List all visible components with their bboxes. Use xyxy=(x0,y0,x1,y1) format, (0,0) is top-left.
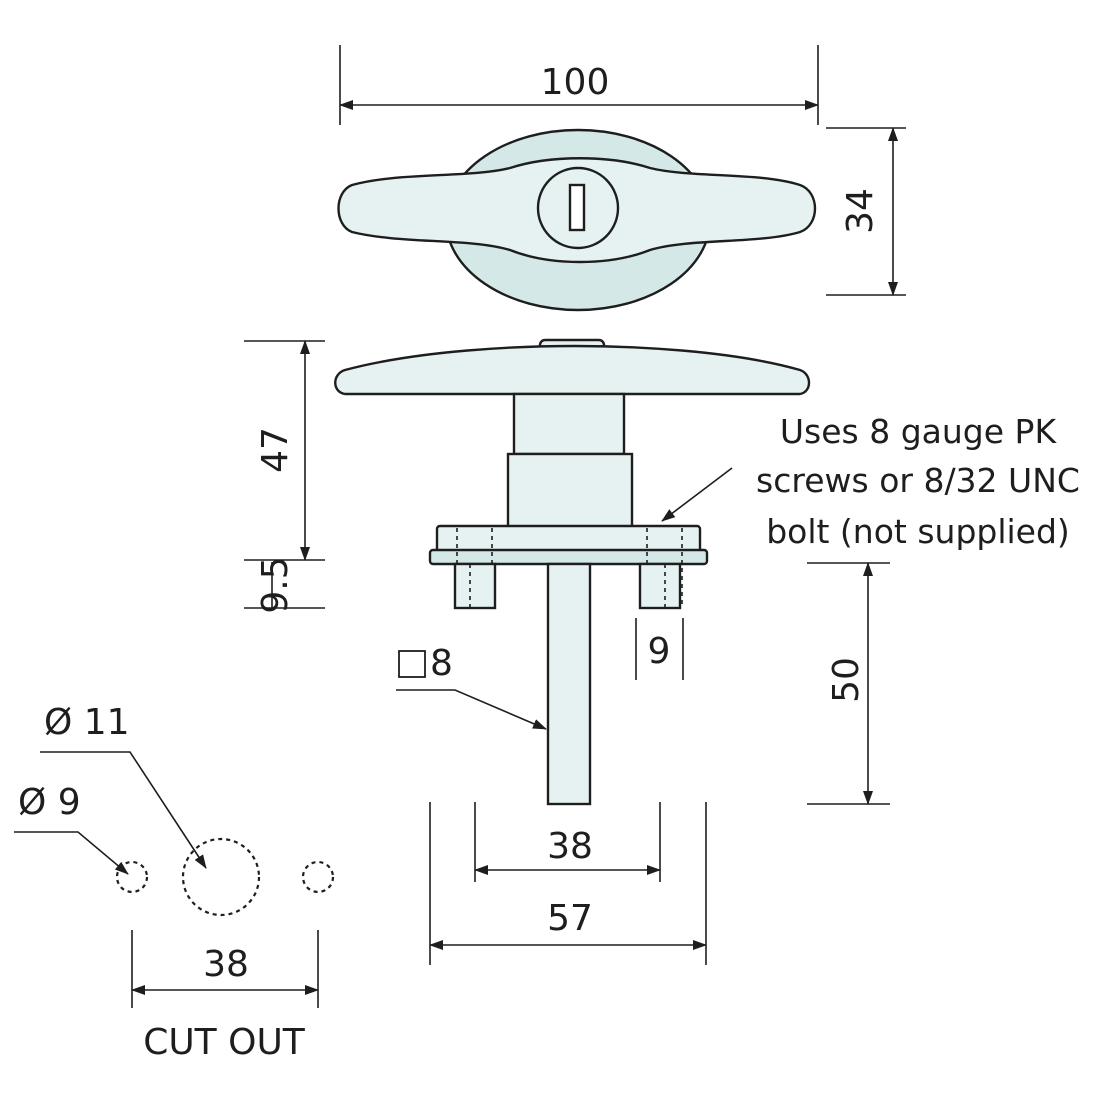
dimension-label-stud-spacing: 38 xyxy=(547,826,593,867)
square-spindle-callout: 8 xyxy=(396,643,547,730)
dimension-label-overall-width: 100 xyxy=(541,62,610,103)
square-spindle xyxy=(546,562,592,806)
base-plate-lip xyxy=(428,548,709,566)
cutout-side-hole-leader xyxy=(14,831,129,875)
lock-barrel xyxy=(506,452,634,530)
dimension-overall-width: 100 xyxy=(339,45,819,125)
handle-neck xyxy=(512,392,626,456)
base-plate xyxy=(435,524,702,554)
cut-out-view: Ø 11 Ø 9 38 CUT OUT xyxy=(14,702,335,1063)
key-slot xyxy=(568,183,586,232)
dimension-label-height-to-base: 47 xyxy=(255,427,296,473)
dimension-base-width: 57 xyxy=(429,802,707,965)
square-spindle-leader xyxy=(396,689,547,730)
screws-note-leader xyxy=(661,467,733,522)
cutout-side-hole-right xyxy=(301,860,335,894)
dimension-base-thickness: 9.5 xyxy=(244,556,325,614)
dimension-height-to-base: 47 xyxy=(244,340,325,561)
square-spindle-label: 8 xyxy=(430,643,453,684)
cut-out-title: CUT OUT xyxy=(143,1022,306,1063)
cutout-center-hole xyxy=(181,837,261,917)
side-view xyxy=(334,338,811,806)
stud-left xyxy=(453,562,497,610)
cutout-side-hole-label: Ø 9 xyxy=(18,782,81,823)
screws-note-line3: bolt (not supplied) xyxy=(766,512,1070,551)
dimension-label-stud-width: 9 xyxy=(648,631,671,672)
dimension-label-base-thickness: 9.5 xyxy=(255,556,296,613)
dimension-label-spindle-length: 50 xyxy=(826,657,867,703)
dimension-label-base-width: 57 xyxy=(547,898,593,939)
cutout-center-hole-label: Ø 11 xyxy=(44,702,130,743)
screws-note-line1: Uses 8 gauge PK xyxy=(780,412,1058,451)
side-view-handle-bar xyxy=(334,344,811,396)
dimension-label-handle-height: 34 xyxy=(840,188,881,234)
dimension-stud-spacing: 38 xyxy=(474,802,661,882)
cutout-side-hole-left xyxy=(115,860,149,894)
dimension-handle-height: 34 xyxy=(826,127,906,296)
screws-note: Uses 8 gauge PK screws or 8/32 UNC bolt … xyxy=(661,412,1080,551)
stud-right xyxy=(638,562,682,610)
cutout-center-hole-leader xyxy=(40,751,207,869)
top-view xyxy=(337,128,817,312)
square-symbol-icon xyxy=(398,650,426,678)
screws-note-line2: screws or 8/32 UNC xyxy=(756,461,1080,500)
dimension-spindle-length: 50 xyxy=(807,562,890,805)
dimension-stud-width: 9 xyxy=(635,618,684,680)
dimension-label-cutout-spacing: 38 xyxy=(203,944,249,985)
